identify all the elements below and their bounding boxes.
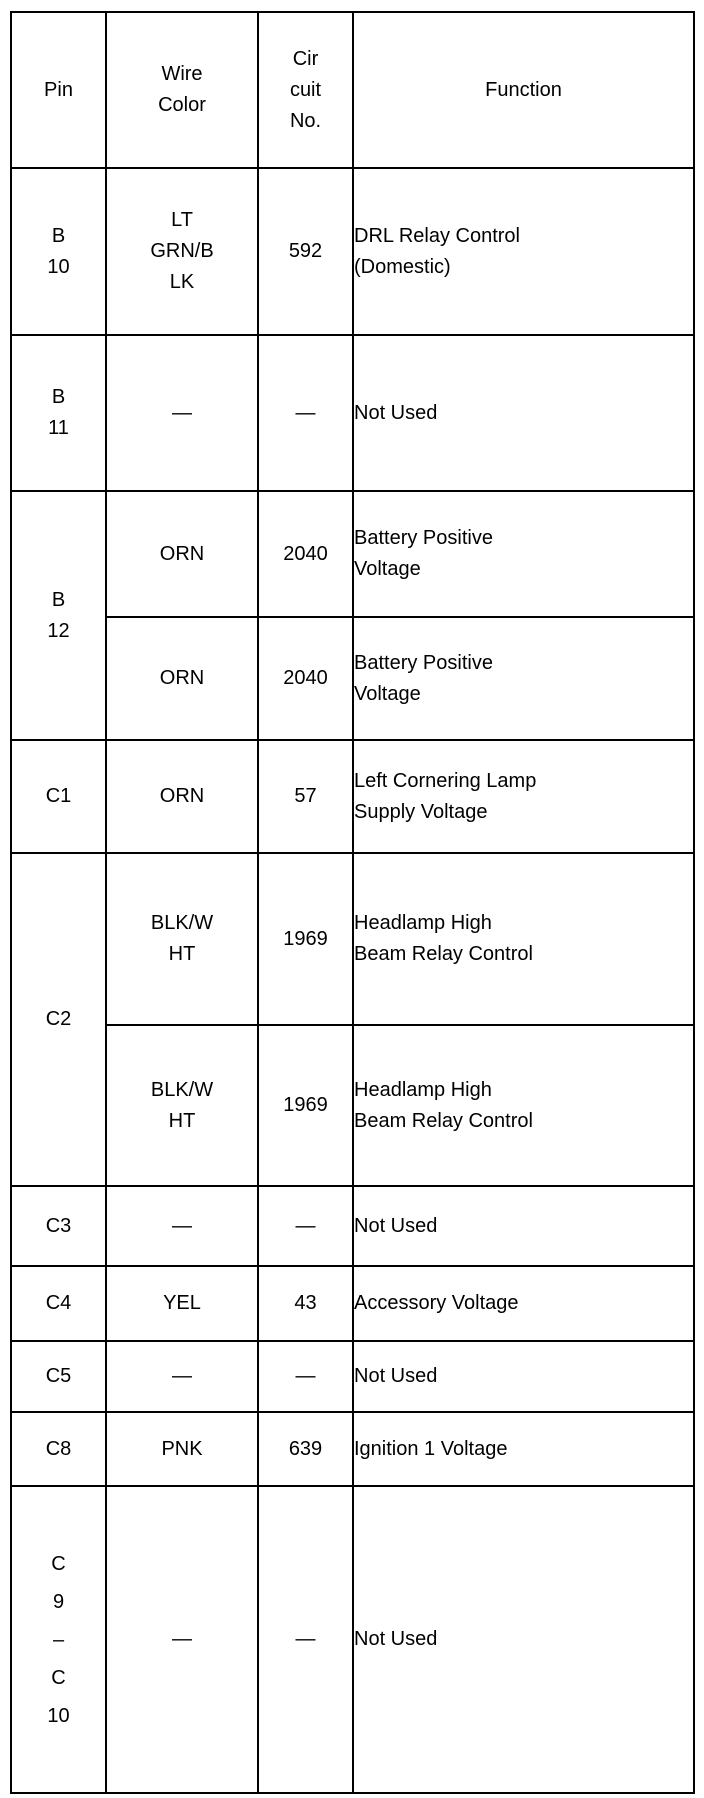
table-row: B 11 — — Not Used [10, 334, 695, 492]
table-row: C5 — — Not Used [10, 1340, 695, 1413]
cell-wire-color: ORN [105, 490, 259, 618]
header-circuit-line-3: No. [289, 109, 322, 132]
connector-pin-table: Pin Wire Color Cir cuit No. Function [10, 11, 695, 1794]
cell-pin: C4 [10, 1265, 107, 1342]
cell-circuit-no: 2040 [257, 616, 354, 741]
column-header-function: Function [352, 11, 695, 169]
cell-wire-color: — [105, 334, 259, 492]
cell-wire-color: — [105, 1340, 259, 1413]
table-row: C2 BLK/W HT 1969 Headlamp High Beam Rela… [10, 852, 695, 1187]
cell-function: Ignition 1 Voltage [352, 1411, 695, 1487]
cell-circuit-no: — [257, 1485, 354, 1794]
cell-pin: B 11 [10, 334, 107, 492]
table-header: Pin Wire Color Cir cuit No. Function [10, 11, 695, 169]
cell-circuit-no: 639 [257, 1411, 354, 1487]
cell-wire-color: LT GRN/B LK [105, 167, 259, 336]
cell-function: Battery Positive Voltage [352, 616, 695, 741]
cell-function: Left Cornering Lamp Supply Voltage [352, 739, 695, 854]
header-circuit-line-1: Cir [292, 47, 319, 70]
table-row: C3 — — Not Used [10, 1185, 695, 1267]
cell-wire-color: ORN [105, 616, 259, 741]
cell-circuit-no: 2040 [257, 490, 354, 618]
cell-wire-color: ORN [105, 739, 259, 854]
header-row: Pin Wire Color Cir cuit No. Function [10, 11, 695, 169]
cell-pin: C8 [10, 1411, 107, 1487]
header-wire-line-2: Color [158, 94, 206, 116]
cell-pin: C 9 – C 10 [10, 1485, 107, 1794]
cell-function: Not Used [352, 1340, 695, 1413]
cell-function: Battery Positive Voltage [352, 490, 695, 618]
cell-pin: B 10 [10, 167, 107, 336]
table-row: C4 YEL 43 Accessory Voltage [10, 1265, 695, 1342]
table-row: B 10 LT GRN/B LK 592 DRL Relay Control (… [10, 167, 695, 336]
cell-wire-color: YEL [105, 1265, 259, 1342]
cell-circuit-no: — [257, 1185, 354, 1267]
table-body: B 10 LT GRN/B LK 592 DRL Relay Control (… [10, 167, 695, 1794]
cell-function: Not Used [352, 1485, 695, 1794]
cell-circuit-no: 592 [257, 167, 354, 336]
table-row: C1 ORN 57 Left Cornering Lamp Supply Vol… [10, 739, 695, 854]
cell-circuit-no: — [257, 334, 354, 492]
cell-circuit-no: 1969 [257, 1024, 354, 1187]
cell-function: Not Used [352, 334, 695, 492]
cell-wire-color: — [105, 1485, 259, 1794]
header-function-line-1: Function [485, 78, 562, 101]
cell-pin: C2 [10, 852, 107, 1187]
cell-wire-color: BLK/W HT [105, 1024, 259, 1187]
cell-wire-color: PNK [105, 1411, 259, 1487]
cell-circuit-no: — [257, 1340, 354, 1413]
table-row: BLK/W HT 1969 Headlamp High Beam Relay C… [11, 1024, 695, 1187]
header-pin-line-1: Pin [44, 78, 73, 101]
header-circuit-line-2: cuit [289, 78, 322, 101]
cell-circuit-no: 1969 [257, 852, 354, 1026]
cell-function: Headlamp High Beam Relay Control [352, 1024, 695, 1187]
cell-circuit-no: 43 [257, 1265, 354, 1342]
cell-function: Headlamp High Beam Relay Control [352, 852, 695, 1026]
table-row: ORN 2040 Battery Positive Voltage [11, 616, 695, 741]
column-header-pin: Pin [10, 11, 107, 169]
header-wire-line-1: Wire [161, 63, 203, 85]
cell-wire-color: BLK/W HT [105, 852, 259, 1026]
cell-pin: C5 [10, 1340, 107, 1413]
cell-function: Accessory Voltage [352, 1265, 695, 1342]
table-row: C 9 – C 10 — — Not Used [10, 1485, 695, 1794]
cell-pin: C1 [10, 739, 107, 854]
table-row: B 12 ORN 2040 Battery Positive Voltage [10, 490, 695, 741]
cell-circuit-no: 57 [257, 739, 354, 854]
column-header-circuit-no: Cir cuit No. [257, 11, 354, 169]
table-row: C8 PNK 639 Ignition 1 Voltage [10, 1411, 695, 1487]
cell-pin: C3 [10, 1185, 107, 1267]
column-header-wire-color: Wire Color [105, 11, 259, 169]
cell-pin: B 12 [10, 490, 107, 741]
cell-function: Not Used [352, 1185, 695, 1267]
cell-function: DRL Relay Control (Domestic) [352, 167, 695, 336]
cell-wire-color: — [105, 1185, 259, 1267]
